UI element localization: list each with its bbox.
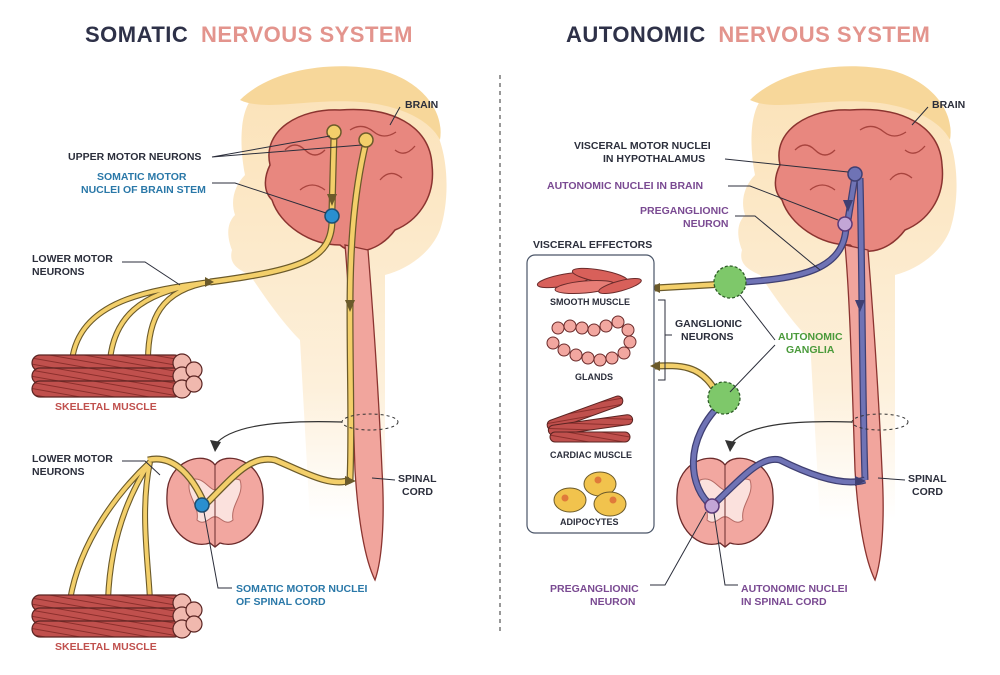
somatic-title-accent: NERVOUS SYSTEM: [201, 22, 413, 47]
lower-motor-neuron-branches-top: [70, 280, 211, 361]
autonomic-nuclei-brain-label: AUTONOMIC NUCLEI IN BRAIN: [547, 180, 703, 192]
brainstem-nuclei-label-1: SOMATIC MOTOR: [97, 171, 187, 183]
visceral-nuclei-label-2: IN HYPOTHALAMUS: [603, 153, 705, 165]
somatic-panel: BRAIN UPPER MOTOR NEURONS SOMATIC MOTOR …: [31, 66, 447, 653]
autonomic-title-dark: AUTONOMIC: [566, 22, 706, 47]
autonomic-spinal-cord-label-1: SPINAL: [908, 473, 947, 485]
preganglionic-bottom-label-2: NEURON: [590, 596, 636, 608]
autonomic-brain-label: BRAIN: [932, 99, 965, 111]
section-marker-arrow: [214, 421, 343, 446]
skeletal-muscle-bottom-label: SKELETAL MUSCLE: [55, 641, 157, 653]
glands-label: GLANDS: [575, 372, 613, 382]
ganglionic-label-1: GANGLIONIC: [675, 318, 742, 330]
visceral-nuclei-label-1: VISCERAL MOTOR NUCLEI: [574, 140, 711, 152]
preganglionic-cranial: [744, 225, 849, 285]
somatic-title: SOMATIC NERVOUS SYSTEM: [85, 22, 413, 47]
autonomic-descending-tract: [857, 177, 868, 481]
preganglionic-spinal: [691, 398, 727, 508]
upper-motor-neuron-tract-2: [347, 139, 369, 313]
ganglia-label-1: AUTONOMIC: [778, 331, 843, 343]
skeletal-muscle-top-label: SKELETAL MUSCLE: [55, 401, 157, 413]
upper-motor-neuron-body-2: [358, 132, 374, 148]
lower-motor-neuron-spinal: [147, 456, 208, 506]
lower-motor-bottom-label-2: NEURONS: [32, 466, 85, 478]
spinal-autonomic-nucleus-dot: [704, 498, 720, 514]
lower-motor-top-label-1: LOWER MOTOR: [32, 253, 113, 265]
lower-motor-neuron-cranial: [209, 219, 335, 285]
autonomic-title-accent: NERVOUS SYSTEM: [718, 22, 930, 47]
hypothalamus-nucleus-dot: [847, 166, 863, 182]
upper-motor-neuron-body-1: [326, 124, 342, 140]
ganglia-label-2: GANGLIA: [786, 344, 835, 356]
somatic-title-dark: SOMATIC: [85, 22, 188, 47]
visceral-effectors-label: VISCERAL EFFECTORS: [533, 239, 652, 251]
somatic-brain-label: BRAIN: [405, 99, 438, 111]
spinal-autonomic-nuclei-label-2: IN SPINAL CORD: [741, 596, 827, 608]
autonomic-hair: [750, 66, 951, 140]
somatic-leader-lines: [122, 106, 401, 589]
autonomic-ganglion-top: [713, 265, 747, 299]
glands-illustration: [546, 315, 637, 367]
autonomic-panel: VISCERAL EFFECTORS SMOOTH MUSCLE GLANDS …: [526, 66, 965, 608]
spinal-autonomic-nuclei-label-1: AUTONOMIC NUCLEI: [741, 583, 848, 595]
skeletal-muscle-bottom: [31, 593, 203, 639]
lower-motor-neuron-branches-bottom: [68, 460, 152, 601]
adipocytes-label: ADIPOCYTES: [560, 517, 619, 527]
ganglionic-label-2: NEURONS: [681, 331, 734, 343]
hypothalamus-tract: [845, 175, 858, 221]
somatic-spinal-cord-label-1: SPINAL: [398, 473, 437, 485]
lower-motor-top-label-2: NEURONS: [32, 266, 85, 278]
brain-autonomic-nucleus-dot: [837, 216, 853, 232]
autonomic-spinal-cord-label-2: CORD: [912, 486, 943, 498]
smooth-muscle-illustration: [536, 267, 642, 295]
spinal-descending-to-nucleus: [203, 456, 351, 507]
cardiac-muscle-illustration: [546, 395, 634, 443]
spinal-nuclei-label-1: SOMATIC MOTOR NUCLEI: [236, 583, 368, 595]
preganglionic-bottom-label-1: PREGANGLIONIC: [550, 583, 639, 595]
descending-tract: [347, 309, 354, 481]
autonomic-brain-folds: [794, 125, 926, 191]
somatic-brain: [264, 108, 434, 253]
spinal-nucleus-dot: [194, 497, 210, 513]
brainstem-nucleus-dot: [324, 208, 340, 224]
adipocytes-illustration: [553, 471, 627, 517]
somatic-hair: [240, 66, 441, 140]
somatic-spinal-cord-label-2: CORD: [402, 486, 433, 498]
upper-motor-neurons-label: UPPER MOTOR NEURONS: [68, 151, 201, 163]
ganglionic-neuron-top: [654, 281, 726, 291]
skeletal-muscle-top: [31, 353, 203, 399]
autonomic-leader-lines: [650, 106, 929, 586]
autonomic-spinal-descending: [710, 457, 866, 508]
smooth-muscle-label: SMOOTH MUSCLE: [550, 297, 630, 307]
preganglionic-top-label-2: NEURON: [683, 218, 729, 230]
ganglionic-neuron-bottom: [654, 363, 717, 392]
autonomic-title: AUTONOMIC NERVOUS SYSTEM: [566, 22, 930, 47]
cardiac-muscle-label: CARDIAC MUSCLE: [550, 450, 632, 460]
lower-motor-bottom-label-1: LOWER MOTOR: [32, 453, 113, 465]
spinal-nuclei-label-2: OF SPINAL CORD: [236, 596, 326, 608]
autonomic-section-arrow: [729, 421, 853, 446]
brainstem-nuclei-label-2: NUCLEI OF BRAIN STEM: [81, 184, 206, 196]
preganglionic-top-label-1: PREGANGLIONIC: [640, 205, 729, 217]
